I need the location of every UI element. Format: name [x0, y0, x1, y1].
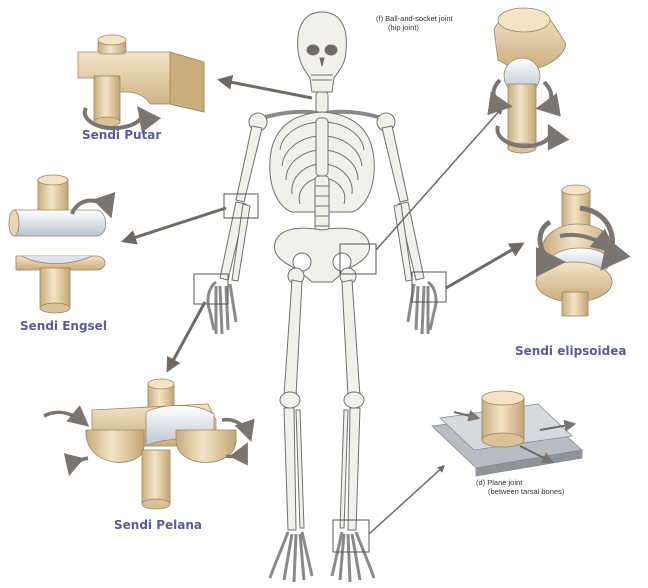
arrow-ellipsoid — [446, 244, 522, 288]
caption-plane-joint: (d) Plane joint (between tarsal bones) — [476, 478, 564, 496]
plane-joint-illustration — [432, 391, 582, 476]
caption-ball-socket: (f) Ball-and-socket joint (hip joint) — [376, 14, 453, 32]
pivot-joint-illustration — [78, 35, 204, 128]
hinge-joint-illustration — [9, 175, 110, 313]
label-hinge-joint: Sendi Engsel — [20, 319, 107, 333]
saddle-joint-illustration — [44, 379, 250, 509]
arrow-saddle — [168, 302, 205, 370]
label-ellipsoid-joint: Sendi elipsoidea — [515, 344, 627, 358]
caption-ball-socket-line1: (f) Ball-and-socket joint — [376, 14, 453, 23]
caption-ball-socket-line2: (hip joint) — [376, 23, 453, 32]
label-saddle-joint: Sendi Pelana — [114, 518, 202, 532]
arrow-plane — [369, 466, 444, 534]
arrow-hinge — [124, 208, 226, 241]
skeleton — [208, 12, 436, 582]
arrow-pivot — [220, 80, 312, 98]
caption-plane-line1: (d) Plane joint — [476, 478, 564, 487]
ellipsoid-joint-illustration — [536, 185, 614, 316]
caption-plane-line2: (between tarsal bones) — [476, 487, 564, 496]
ball-socket-joint-illustration — [494, 8, 566, 153]
label-pivot-joint: Sendi Putar — [82, 128, 161, 142]
